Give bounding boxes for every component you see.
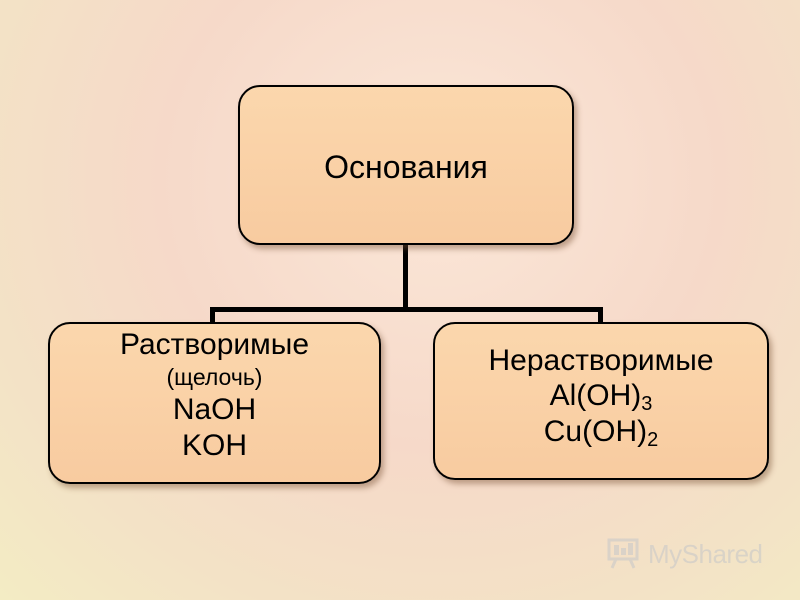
insoluble-item-cuoh2: Cu(OH)2 (435, 414, 767, 450)
presentation-board-icon (606, 535, 640, 574)
root-node-label: Основания (324, 149, 488, 185)
connector-right-drop (598, 307, 603, 324)
connector-left-drop (210, 307, 215, 324)
watermark-text: MyShared (648, 538, 763, 569)
soluble-item-naoh: NaOH (172, 393, 257, 426)
formula-base: Cu(OH) (543, 415, 648, 448)
soluble-note: (щелочь) (166, 364, 263, 390)
soluble-item-koh: KOH (181, 429, 247, 462)
connector-root-vertical (403, 245, 408, 311)
connector-horizontal (210, 307, 603, 312)
soluble-node-box: Растворимые (щелочь) NaOH KOH (48, 322, 381, 484)
soluble-title: Растворимые (119, 328, 310, 361)
root-node-box: Основания (238, 85, 574, 245)
formula-subscript: 3 (641, 393, 653, 415)
watermark: MyShared (606, 536, 763, 572)
insoluble-title: Нерастворимые (488, 344, 714, 377)
formula-subscript: 2 (647, 429, 659, 451)
formula-base: Al(OH) (549, 379, 642, 412)
insoluble-node-box: Нерастворимые Al(OH)3 Cu(OH)2 (433, 322, 769, 480)
insoluble-item-aloh3: Al(OH)3 (435, 378, 767, 414)
